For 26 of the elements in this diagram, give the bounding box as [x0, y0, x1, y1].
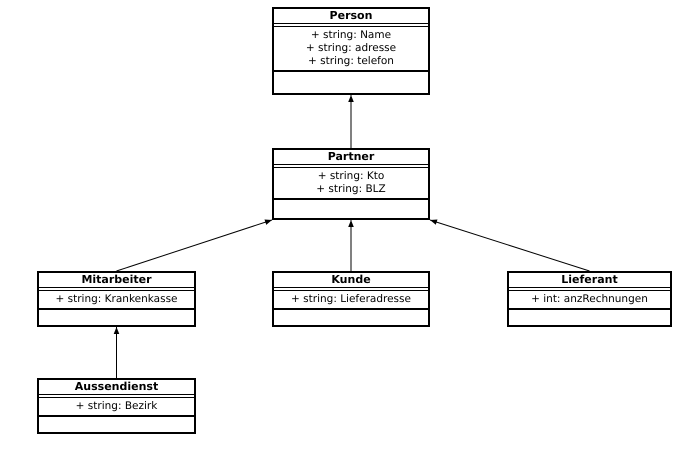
class-name: Partner: [328, 150, 374, 164]
class-box: [272, 271, 430, 327]
attribute-text: + string: Name: [310, 29, 392, 42]
class-box: [507, 271, 672, 327]
class-name: Lieferant: [561, 273, 618, 287]
inheritance-arrow: [348, 94, 354, 148]
attribute-text: + string: adresse: [306, 42, 396, 55]
class-box: [272, 148, 430, 220]
class-name: Mitarbeiter: [81, 273, 152, 287]
inheritance-arrow: [114, 326, 120, 378]
attribute-text: + string: Kto: [318, 170, 384, 183]
attribute-text: + string: BLZ: [316, 183, 386, 196]
attribute-text: + string: Lieferadresse: [291, 293, 411, 306]
class-name: Aussendienst: [74, 380, 158, 394]
inheritance-arrow: [116, 220, 272, 272]
class-box: [37, 378, 196, 434]
attribute-text: + string: Krankenkasse: [56, 293, 178, 306]
inheritance-arrow: [348, 220, 354, 272]
attribute-text: + int: anzRechnungen: [531, 293, 648, 306]
attribute-text: + string: Bezirk: [76, 400, 158, 413]
class-name: Kunde: [331, 273, 371, 287]
class-box: [37, 271, 196, 327]
attribute-text: + string: telefon: [308, 55, 394, 68]
class-name: Person: [330, 9, 372, 23]
inheritance-arrow: [430, 219, 590, 272]
class-box: [272, 7, 430, 95]
